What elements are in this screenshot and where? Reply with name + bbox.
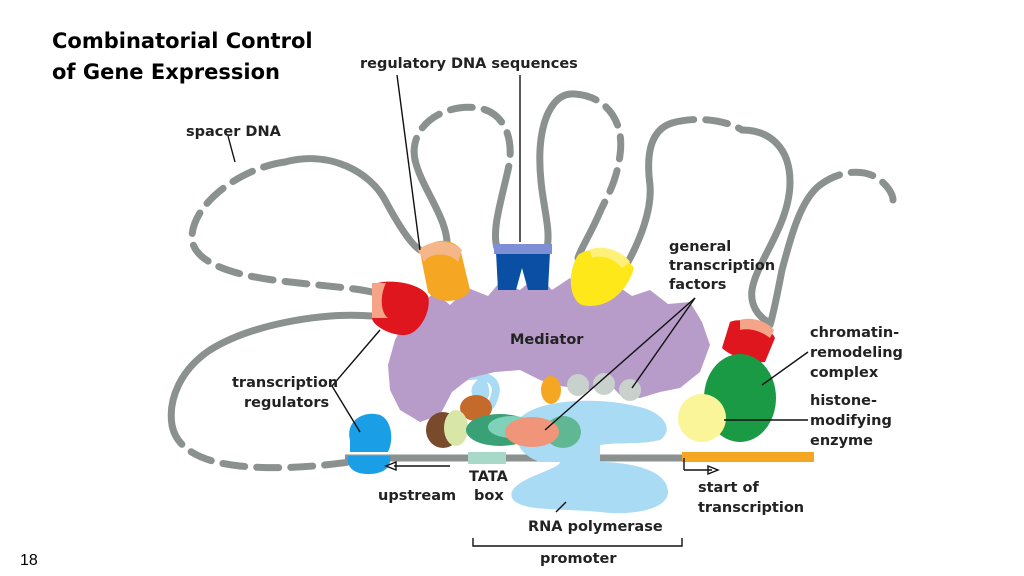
blue-regulator — [494, 244, 552, 290]
general-transcription-factors — [426, 373, 641, 448]
red-regulator-left — [372, 281, 429, 336]
title-line-2: of Gene Expression — [52, 60, 280, 84]
slide-title: Combinatorial Control of Gene Expression — [52, 26, 313, 88]
orange-regulator — [418, 240, 470, 301]
label-general-tf-2: transcription — [669, 258, 775, 274]
label-histone-1: histone- — [810, 393, 877, 409]
label-chromatin-2: remodeling — [810, 345, 903, 361]
label-tata-2: box — [474, 488, 504, 504]
label-general-tf-3: factors — [669, 277, 726, 293]
label-rna-polymerase: RNA polymerase — [528, 519, 663, 535]
label-histone-3: enzyme — [810, 433, 873, 449]
label-tata-1: TATA — [469, 469, 509, 485]
label-promoter: promoter — [540, 551, 617, 567]
label-general-tf-1: general — [669, 239, 731, 255]
red-regulator-right — [722, 318, 775, 363]
leader-lines — [227, 74, 809, 547]
lower-left-spacer-dna — [167, 311, 376, 472]
label-spacer-dna: spacer DNA — [186, 124, 282, 140]
histone-modifying-enzyme — [678, 394, 726, 442]
title-line-1: Combinatorial Control — [52, 29, 313, 53]
label-regulatory-dna: regulatory DNA sequences — [360, 56, 578, 72]
label-start-2: transcription — [698, 500, 804, 516]
slide-number: 18 — [20, 552, 38, 569]
label-chromatin-3: complex — [810, 365, 879, 381]
promoter-dna-baseline — [345, 452, 814, 464]
label-regulators-1: transcription — [232, 375, 338, 391]
label-start-1: start of — [698, 480, 759, 496]
label-histone-2: modifying — [810, 413, 892, 429]
label-chromatin-1: chromatin- — [810, 325, 899, 341]
yellow-regulator — [570, 247, 634, 306]
label-mediator: Mediator — [510, 332, 584, 348]
transcribed-region — [682, 452, 814, 462]
label-regulators-2: regulators — [244, 395, 329, 411]
blue-regulator-bottom — [347, 413, 392, 474]
label-upstream: upstream — [378, 488, 456, 504]
